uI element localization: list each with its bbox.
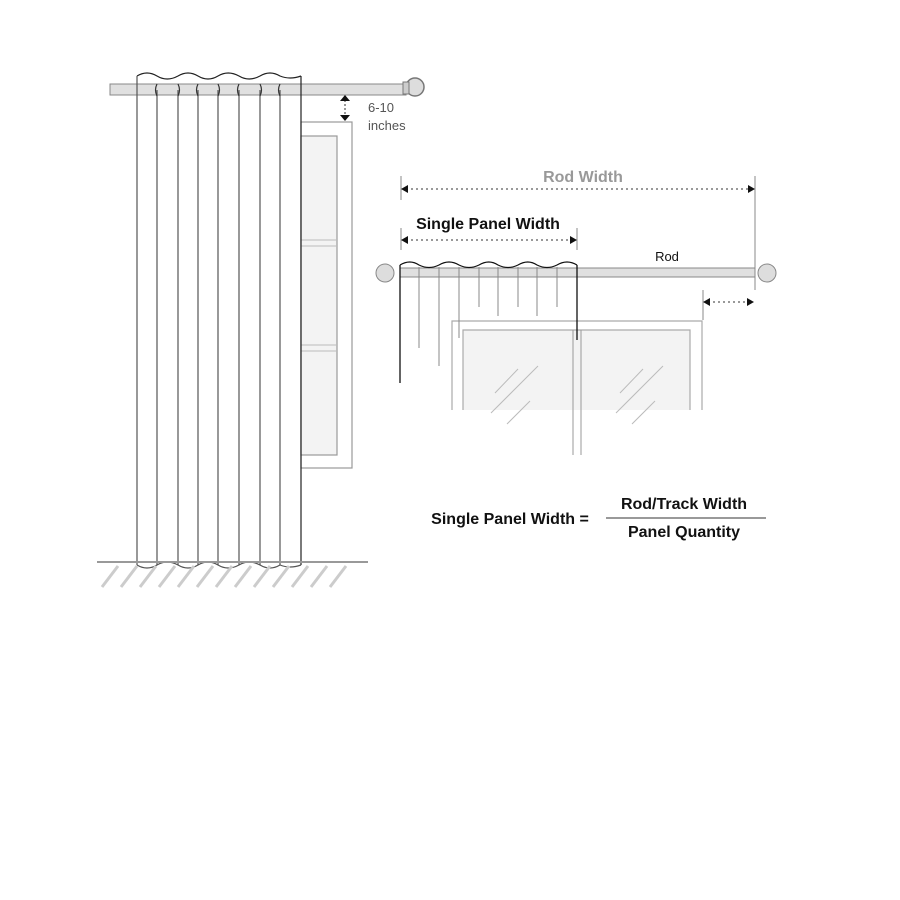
gap-label-line1: 6-10 xyxy=(368,100,394,115)
single-panel-width-label: Single Panel Width xyxy=(416,216,560,233)
floor-hatch-line xyxy=(233,565,253,588)
rod-end-cap-left-icon xyxy=(375,263,395,283)
window-front xyxy=(451,320,703,455)
floor-hatch-line xyxy=(195,565,215,588)
floor-hatch-line xyxy=(252,565,272,588)
rod-label: Rod xyxy=(655,249,679,264)
formula-numerator: Rod/Track Width xyxy=(621,496,747,513)
floor xyxy=(97,561,368,588)
front-view: Rod Width Single Panel Width Rod xyxy=(375,169,777,455)
floor-hatch-line xyxy=(176,565,196,588)
floor-hatch-line xyxy=(290,565,310,588)
formula: Single Panel Width = Rod/Track Width Pan… xyxy=(431,496,766,541)
floor-hatch-line xyxy=(214,565,234,588)
rod-width-label: Rod Width xyxy=(543,169,623,186)
curtain-rod-side xyxy=(109,77,425,97)
gap-label-line2: inches xyxy=(368,118,406,133)
curtain-panel-front xyxy=(399,261,578,383)
floor-hatch-line xyxy=(100,565,120,588)
floor-hatch-line xyxy=(138,565,158,588)
curtain-panel-side xyxy=(136,72,302,569)
window-side xyxy=(300,121,353,469)
floor-hatch-line xyxy=(309,565,329,588)
formula-left: Single Panel Width = xyxy=(431,511,589,528)
panel-width-dimension xyxy=(400,228,578,250)
overhang-dimension xyxy=(702,290,754,320)
gap-dimension-arrow xyxy=(340,95,350,121)
floor-hatch-line xyxy=(119,565,139,588)
formula-denominator: Panel Quantity xyxy=(628,524,740,541)
side-view: 6-10 inches xyxy=(97,72,425,588)
rod-end-cap-right-icon xyxy=(757,263,777,283)
floor-hatch-line xyxy=(157,565,177,588)
floor-hatch-line xyxy=(328,565,348,588)
glass-reflection xyxy=(490,365,664,425)
floor-hatch-line xyxy=(271,565,291,588)
